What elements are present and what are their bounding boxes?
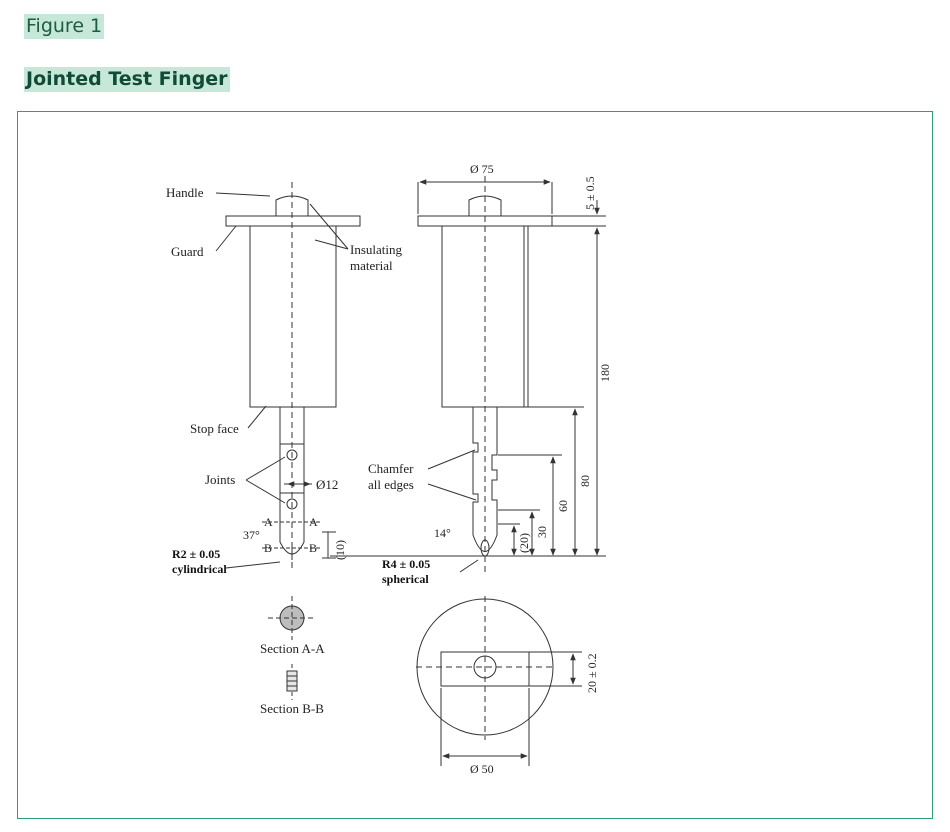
label-guard: Guard [171,244,204,259]
label-handle: Handle [166,185,204,200]
label-dim-20-tol: 20 ± 0.2 [585,653,599,693]
right-handle [468,195,502,216]
label-section-aa: Section A-A [260,641,325,656]
label-spherical: spherical [382,572,429,586]
label-r2: R2 ± 0.05 [172,547,220,561]
guard-leader [215,225,237,252]
label-dim-5: 5 ± 0.5 [583,176,597,210]
left-handle [275,195,309,216]
label-dim-30: 30 [535,526,549,538]
label-r4: R4 ± 0.05 [382,557,430,571]
figure-title: Jointed Test Finger [24,67,230,92]
label-dia50: Ø 50 [470,762,494,776]
left-view [215,182,361,569]
left-joint-upper [286,449,298,461]
stop-face-leader [247,405,267,429]
label-chamfer: Chamfer [368,461,414,476]
label-stop-face: Stop face [190,421,239,436]
label-angle-37: 37° [243,528,260,542]
label-section-a-left: A [264,515,273,529]
label-dim-80: 80 [578,475,592,487]
label-insulating: Insulating [350,242,402,257]
label-dia12: Ø12 [316,477,338,492]
label-angle-14: 14° [434,526,451,540]
label-dia75: Ø 75 [470,162,494,176]
label-dim-60: 60 [556,500,570,512]
right-view [330,176,606,573]
label-joints: Joints [205,472,235,487]
figure-label: Figure 1 [24,14,105,39]
label-section-bb: Section B-B [260,701,324,716]
label-section-a-right: A [309,515,318,529]
left-finger [279,407,305,555]
label-dim-180: 180 [598,364,612,382]
left-body [249,225,337,408]
figure-frame [17,111,933,819]
label-section-b-left: B [264,541,272,555]
section-bb [286,664,298,700]
label-dim-20: (20) [517,533,531,553]
bottom-view [416,596,582,766]
label-section-b-right: B [309,541,317,555]
left-joint-lower [286,498,298,510]
label-material: material [350,258,393,273]
label-dim-10: (10) [333,540,347,560]
right-body [441,225,529,408]
label-all-edges: all edges [368,477,414,492]
right-finger [472,407,498,552]
section-aa [268,596,316,640]
label-cylindrical: cylindrical [172,562,227,576]
left-guard [225,215,361,227]
handle-leader [215,192,271,197]
